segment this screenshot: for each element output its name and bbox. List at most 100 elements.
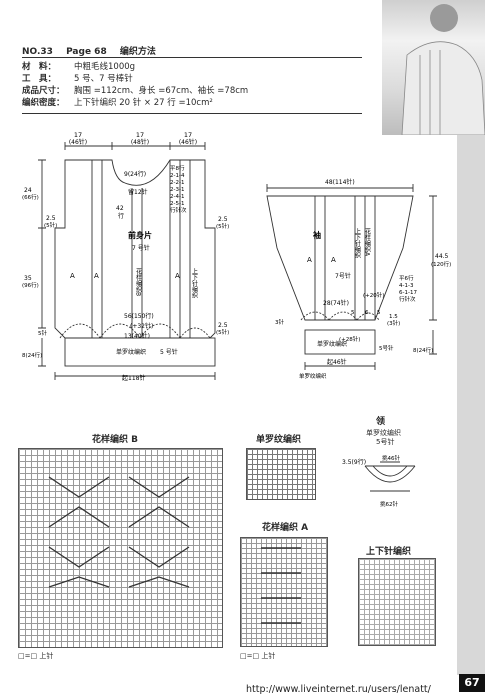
chart-rib-title: 单罗纹编织 xyxy=(256,435,302,445)
neck-depth-label: 9(24行) xyxy=(124,170,146,178)
shoulder-note: 2-4-1 xyxy=(170,194,184,200)
shoulder-note: 2-5-1 xyxy=(170,201,184,207)
page-number: 67 xyxy=(459,674,485,692)
shoulder-note: 行针次 xyxy=(170,206,187,214)
material-row: 编织密度：上下针编织 20 针 × 27 行 =10cm² xyxy=(22,98,213,108)
front-a-left2: A xyxy=(94,272,99,280)
sleeve-plus28: (+28针) xyxy=(339,335,360,343)
right-armhole-label: 2.5 xyxy=(218,322,228,329)
materials-list: 材 料：中粗毛线1000g 工 具：5 号、7 号棒针 成品尺寸：胸围 =112… xyxy=(22,61,248,109)
front-inc-plus: (+32针) xyxy=(130,322,153,330)
front-a-left: A xyxy=(70,272,75,280)
dim-mid-st: (48针) xyxy=(131,138,149,146)
armhole-st: (5针) xyxy=(44,221,57,229)
material-row: 材 料：中粗毛线1000g xyxy=(22,62,136,72)
sleeve-bottom: 起46针 xyxy=(327,358,347,366)
front-pattern-b: 花样编织B xyxy=(135,267,142,296)
sleeve-3st: 3针 xyxy=(275,318,284,326)
sleeve-inc-plus: (+20针) xyxy=(363,291,384,299)
height-top-rows: (66行) xyxy=(22,193,39,201)
body-height-label: 35 xyxy=(24,275,32,282)
sleeve-mid-c: 5 xyxy=(377,310,381,316)
shoulder-note: 2-2-1 xyxy=(170,180,184,186)
sleeve-inc-note: 平6行 xyxy=(399,274,414,282)
sleeve-length-rows: (120行) xyxy=(431,260,451,268)
shoulder-note: 2-1-4 xyxy=(170,173,185,179)
chart-b-title: 花样编织 B xyxy=(92,435,138,445)
height-top-label: 24 xyxy=(24,187,32,194)
front-rib-label: 单罗纹编织 xyxy=(116,348,146,356)
sleeve-inc-note: 行针次 xyxy=(399,295,416,303)
sleeve-needle: 7号针 xyxy=(335,272,351,280)
sleeve-rib-label: 单罗纹编织 xyxy=(317,340,347,348)
sleeve-pattern-a: 花样编织A xyxy=(364,227,371,257)
sleeve-mid-a: 5 xyxy=(351,310,355,316)
right-top-armhole: 2.5 xyxy=(218,216,228,223)
collar-bottom-st: 挑62针 xyxy=(380,500,398,508)
front-a-right: A xyxy=(175,272,180,280)
chart-plain-grid xyxy=(358,558,436,646)
front-pattern-top: 上下针编织 xyxy=(191,267,198,299)
shoulder-note: 2-3-1 xyxy=(170,187,184,193)
front-piece-diagram: 17 (46针) 17 (48针) 17 (46针) 9(24行) 留12针 平… xyxy=(22,131,229,382)
sweater-photo xyxy=(382,0,485,136)
chart-b-grid xyxy=(18,448,223,648)
sleeve-top-width: 48(114针) xyxy=(325,178,355,186)
sleeve-st-c: (3针) xyxy=(387,319,400,327)
sleeve-a-1: A xyxy=(307,256,312,264)
chart-plain-title: 上下针编织 xyxy=(366,547,412,557)
materials-rule xyxy=(22,113,362,114)
header-rule xyxy=(22,57,362,58)
pattern-title: 编织方法 xyxy=(119,47,156,57)
chart-b-legend: □=□ 上针 xyxy=(18,652,54,660)
sleeve-mid-width: 28(74针) xyxy=(323,299,349,307)
dim-right-width: 17 xyxy=(184,131,192,139)
sleeve-inc-note: 4-1-3 xyxy=(399,283,414,289)
rib-side-label: 5针 xyxy=(38,329,47,337)
sleeve-a-2: A xyxy=(331,256,336,264)
chart-a-legend: □=□ 上针 xyxy=(240,652,276,660)
sleeve-mid-b: 6 xyxy=(365,310,369,316)
body-rows-label: (96行) xyxy=(22,281,39,289)
front-bottom-label: 起118针 xyxy=(122,374,145,382)
neck-st-label: 留12针 xyxy=(128,188,148,196)
chart-rib-grid xyxy=(246,448,316,500)
front-needle-label: 7 号针 xyxy=(132,244,150,252)
pattern-number: NO.33 xyxy=(22,47,53,57)
collar-diagram: 3.5(9行) 挑46针 挑62针 xyxy=(342,454,416,508)
right-armhole-st: (5针) xyxy=(216,328,229,336)
dim-left-st: (46针) xyxy=(69,138,87,146)
chart-a-grid xyxy=(240,537,328,647)
dim-right-st: (46针) xyxy=(179,138,197,146)
front-piece-title: 前身片 xyxy=(128,230,152,240)
sleeve-st-b: 1.5 xyxy=(389,314,398,320)
collar-rib: 单罗纹编织 xyxy=(366,429,401,437)
shoulder-note: 平8行 xyxy=(170,164,185,172)
front-inc-st: 13(40针) xyxy=(124,332,150,340)
collar-needle: 5号针 xyxy=(376,438,395,446)
page-ref: Page 68 xyxy=(66,47,107,57)
dim-left-width: 17 xyxy=(74,131,82,139)
footer-url[interactable]: http://www.liveinternet.ru/users/lenatt/ xyxy=(246,684,431,695)
sleeve-title: 袖 xyxy=(312,230,321,240)
sleeve-rib-height: 8(24行) xyxy=(413,346,433,354)
sleeve-rib-caption: 单罗纹编织 xyxy=(299,372,327,380)
material-row: 成品尺寸：胸围 =112cm、身长 =67cm、袖长 =78cm xyxy=(22,86,249,96)
depth-42-rows: 行 xyxy=(118,212,124,220)
page-edge-strip xyxy=(457,135,485,675)
right-top-armhole-st: (5针) xyxy=(216,222,229,230)
front-inc-rows: 56(150行) xyxy=(124,312,154,320)
collar-title: 领 xyxy=(376,417,386,427)
armhole-label: 2.5 xyxy=(46,215,56,222)
sleeve-diagram: 48(114针) 袖 A A 7号针 上下针编织 花样编织A 44.5 (120… xyxy=(266,178,451,380)
chart-a-title: 花样编织 A xyxy=(262,523,309,533)
sleeve-length: 44.5 xyxy=(435,253,449,260)
material-row: 工 具：5 号、7 号棒针 xyxy=(22,74,133,84)
collar-width: 3.5(9行) xyxy=(342,458,366,466)
depth-42-label: 42 xyxy=(116,205,124,212)
sleeve-rib-needle: 5号针 xyxy=(379,344,394,352)
front-rib-needle: 5 号针 xyxy=(160,348,178,356)
collar-top-st: 挑46针 xyxy=(382,454,400,462)
sleeve-inc-note: 6-1-17 xyxy=(399,290,417,296)
dim-mid-width: 17 xyxy=(136,131,144,139)
